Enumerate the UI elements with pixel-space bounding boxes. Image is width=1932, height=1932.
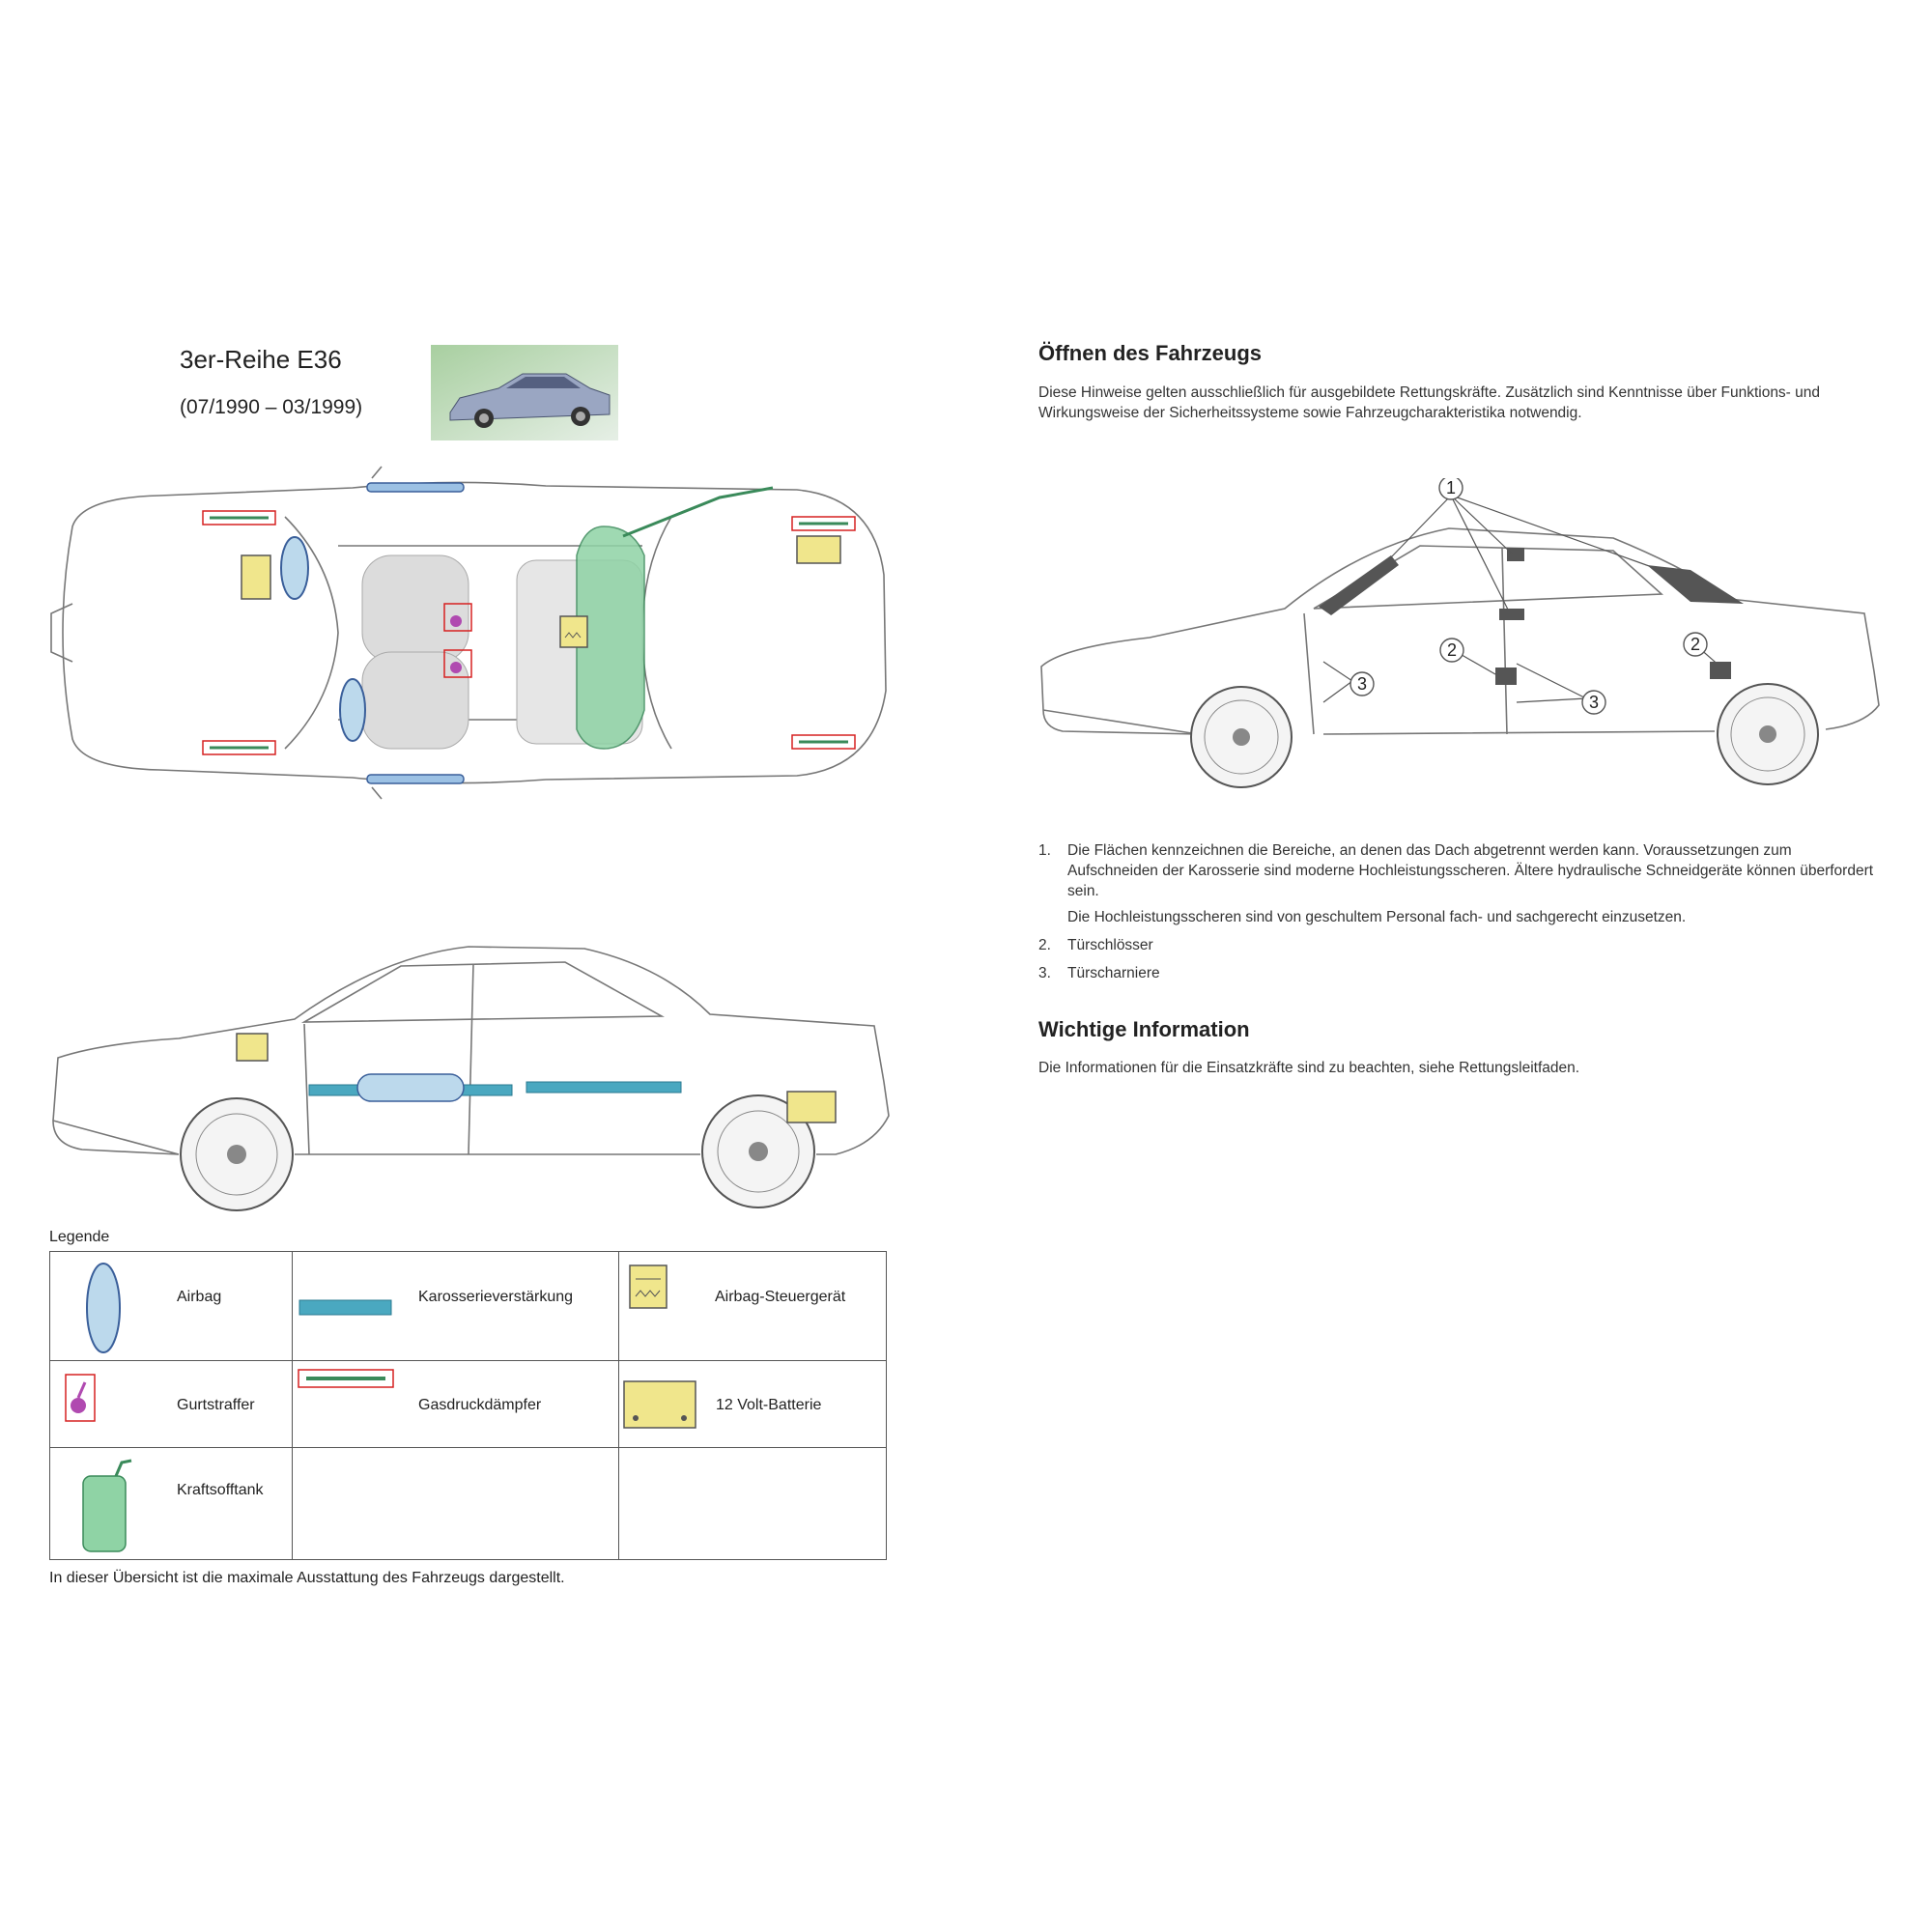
front-wheel: [180, 1097, 294, 1211]
cut-area-c-pillar: [1647, 565, 1744, 604]
airbag-legend-icon: [86, 1263, 121, 1353]
callout-3-rear: 3: [1581, 690, 1606, 715]
production-period: (07/1990 – 03/1999): [180, 396, 363, 418]
fuel-tank-top: [576, 526, 645, 750]
legend-table: Airbag Karosserieverstärkung Airbag-Steu…: [49, 1251, 887, 1560]
airbag-side-view: [356, 1073, 465, 1102]
legend-label-reinforcement: Karosserieverstärkung: [418, 1289, 574, 1305]
gas-damper-rear-upper: [791, 516, 856, 531]
list-item: 3. Türscharniere: [1038, 963, 1879, 983]
airbag-driver-top: [280, 536, 309, 600]
callout-3-front: 3: [1350, 671, 1375, 696]
cut-area-b-pillar-top: [1507, 548, 1524, 561]
list-text: Türschlösser: [1067, 937, 1153, 953]
legend-label-battery: 12 Volt-Batterie: [716, 1397, 822, 1413]
pretensioner-top-1: [443, 603, 472, 632]
reinforcement-legend-icon: [298, 1299, 392, 1316]
control-unit-legend-icon: [629, 1264, 668, 1309]
svg-text:2: 2: [1447, 640, 1457, 660]
opening-intro: Diese Hinweise gelten ausschließlich für…: [1038, 384, 1821, 421]
callout-2-front: 2: [1439, 638, 1464, 663]
svg-text:3: 3: [1357, 674, 1367, 694]
list-subtext: Die Hochleistungsscheren sind von geschu…: [1067, 909, 1687, 925]
airbag-side-top-lower: [366, 774, 465, 784]
car-top-view: [50, 466, 887, 800]
svg-text:2: 2: [1690, 635, 1700, 654]
opening-list: 1. Die Flächen kennzeichnen die Bereiche…: [1038, 840, 1879, 991]
legend-label-airbag: Airbag: [177, 1289, 222, 1305]
pretensioner-legend-icon: [65, 1374, 96, 1422]
list-text: Türscharniere: [1067, 965, 1160, 981]
battery-legend-icon: [623, 1380, 696, 1429]
airbag-passenger-top: [339, 678, 366, 742]
list-item: 1. Die Flächen kennzeichnen die Bereiche…: [1038, 840, 1879, 927]
legend-label-pretensioner: Gurtstraffer: [177, 1397, 255, 1413]
gas-damper-legend-icon: [298, 1369, 394, 1388]
list-number: 2.: [1038, 937, 1051, 953]
rear-wheel-right: [1717, 683, 1819, 785]
battery-front-side: [236, 1033, 269, 1062]
callout-2-rear: 2: [1683, 632, 1708, 657]
list-item: 2. Türschlösser: [1038, 935, 1879, 955]
battery-front-top: [241, 554, 271, 600]
car-side-view: [52, 946, 890, 1211]
svg-text:1: 1: [1446, 478, 1456, 497]
front-wheel-right: [1190, 686, 1293, 788]
callout-1: 1: [1438, 478, 1463, 500]
legend-footnote: In dieser Übersicht ist die maximale Aus…: [49, 1570, 565, 1586]
list-text: Die Flächen kennzeichnen die Bereiche, a…: [1067, 842, 1874, 899]
pretensioner-top-2: [443, 649, 472, 678]
important-info-heading: Wichtige Information: [1038, 1017, 1250, 1041]
fuel-tank-legend-icon: [82, 1459, 132, 1552]
legend-label-gas-damper: Gasdruckdämpfer: [418, 1397, 542, 1413]
vehicle-title: 3er-Reihe E36: [180, 345, 342, 374]
svg-text:3: 3: [1589, 693, 1599, 712]
car-cut-diagram: 1 2 2 3 3: [1040, 478, 1880, 788]
airbag-side-top-upper: [366, 482, 465, 493]
list-number: 1.: [1038, 842, 1051, 859]
reinforcement-side-rear: [526, 1081, 682, 1094]
cut-area-b-pillar-bottom: [1499, 609, 1524, 620]
legend-title: Legende: [49, 1229, 110, 1245]
gas-damper-front-lower: [202, 740, 276, 755]
important-info-text: Die Informationen für die Einsatzkräfte …: [1038, 1060, 1580, 1076]
legend-label-control-unit: Airbag-Steuergerät: [715, 1289, 846, 1305]
battery-rear-side: [786, 1091, 837, 1123]
gas-damper-rear-lower: [791, 734, 856, 750]
legend-label-fuel-tank: Kraftsofftank: [177, 1482, 264, 1498]
airbag-control-unit-top: [559, 615, 588, 648]
opening-heading: Öffnen des Fahrzeugs: [1038, 341, 1263, 365]
gas-damper-front-upper: [202, 510, 276, 526]
rear-wheel: [701, 1094, 815, 1208]
cut-area-a-pillar: [1319, 555, 1399, 615]
battery-rear-top: [796, 535, 841, 564]
list-number: 3.: [1038, 965, 1051, 981]
vehicle-photo: [431, 345, 618, 440]
